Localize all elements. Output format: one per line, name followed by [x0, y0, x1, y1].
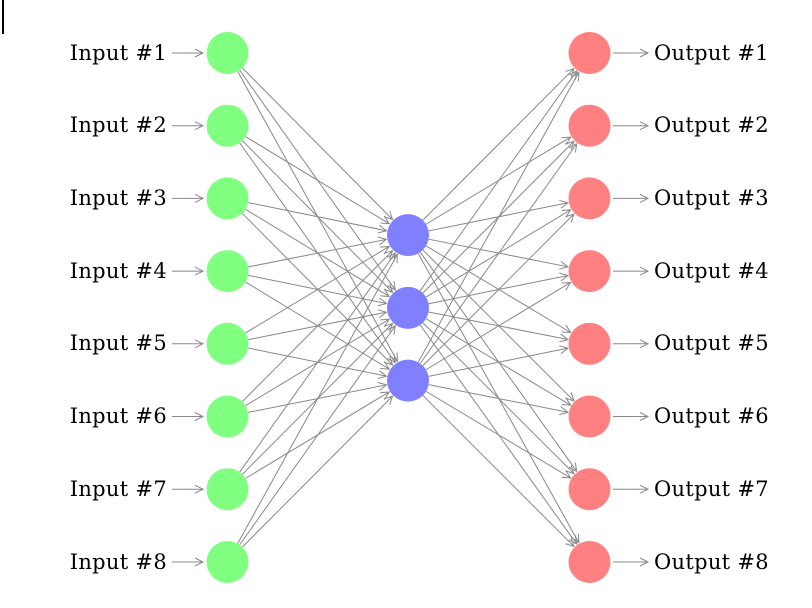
output-node-2: [568, 104, 611, 147]
hidden-node-1: [387, 214, 429, 257]
input-node-2: [206, 104, 249, 147]
edge-input6-hidden1: [241, 249, 394, 402]
edge-hidden3-output2: [419, 142, 578, 364]
output-label-3: Output #3: [654, 185, 769, 210]
edge-hidden3-output3: [422, 213, 575, 367]
edge-input3-hidden1: [247, 202, 388, 234]
output-node-6: [568, 395, 611, 438]
edge-hidden3-output8: [422, 395, 575, 548]
edge-hidden2-output1: [419, 70, 578, 292]
edge-input4-hidden1: [247, 236, 388, 268]
output-node-1: [568, 32, 611, 74]
input-label-7: Input #7: [69, 476, 167, 501]
output-node-7: [568, 468, 611, 511]
input-label-2: Input #2: [69, 113, 167, 138]
edge-hidden3-output5: [428, 345, 570, 377]
edge-hidden3-output6: [428, 384, 570, 416]
corner-tick-mark: [2, 0, 4, 34]
hidden-node-3: [387, 359, 429, 402]
input-label-8: Input #8: [69, 549, 167, 574]
edge-hidden1-output1: [422, 67, 575, 221]
edge-input8-hidden1: [237, 253, 398, 544]
output-node-3: [568, 177, 611, 220]
output-node-8: [568, 541, 611, 583]
edge-hidden3-output7: [425, 390, 572, 479]
output-label-6: Output #6: [654, 404, 769, 428]
output-label-4: Output #4: [654, 258, 769, 283]
input-node-5: [206, 322, 249, 365]
edge-input8-hidden3: [241, 395, 394, 548]
edge-input8-hidden2: [239, 324, 396, 546]
input-node-7: [206, 468, 249, 511]
output-label-1: Output #1: [654, 40, 769, 65]
input-node-6: [206, 395, 249, 438]
edge-input1-hidden1: [241, 67, 394, 221]
input-node-8: [206, 541, 249, 583]
input-label-5: Input #5: [69, 331, 167, 356]
input-label-6: Input #6: [69, 404, 167, 428]
input-label-3: Input #3: [69, 185, 167, 210]
edge-input5-hidden1: [245, 245, 391, 334]
edge-input2-hidden1: [245, 136, 391, 225]
input-node-3: [206, 177, 249, 220]
edge-hidden3-output1: [417, 71, 580, 363]
edge-hidden3-output4: [425, 281, 572, 371]
input-node-1: [206, 32, 249, 74]
output-label-8: Output #8: [654, 549, 769, 574]
hidden-node-2: [387, 286, 429, 329]
output-node-4: [568, 250, 611, 293]
output-label-2: Output #2: [654, 113, 769, 138]
input-label-1: Input #1: [69, 40, 167, 65]
edge-input7-hidden1: [239, 252, 396, 473]
output-label-5: Output #5: [654, 331, 769, 356]
input-label-4: Input #4: [69, 258, 167, 283]
input-node-4: [206, 250, 249, 293]
output-node-5: [568, 322, 611, 365]
output-label-7: Output #7: [654, 476, 769, 501]
